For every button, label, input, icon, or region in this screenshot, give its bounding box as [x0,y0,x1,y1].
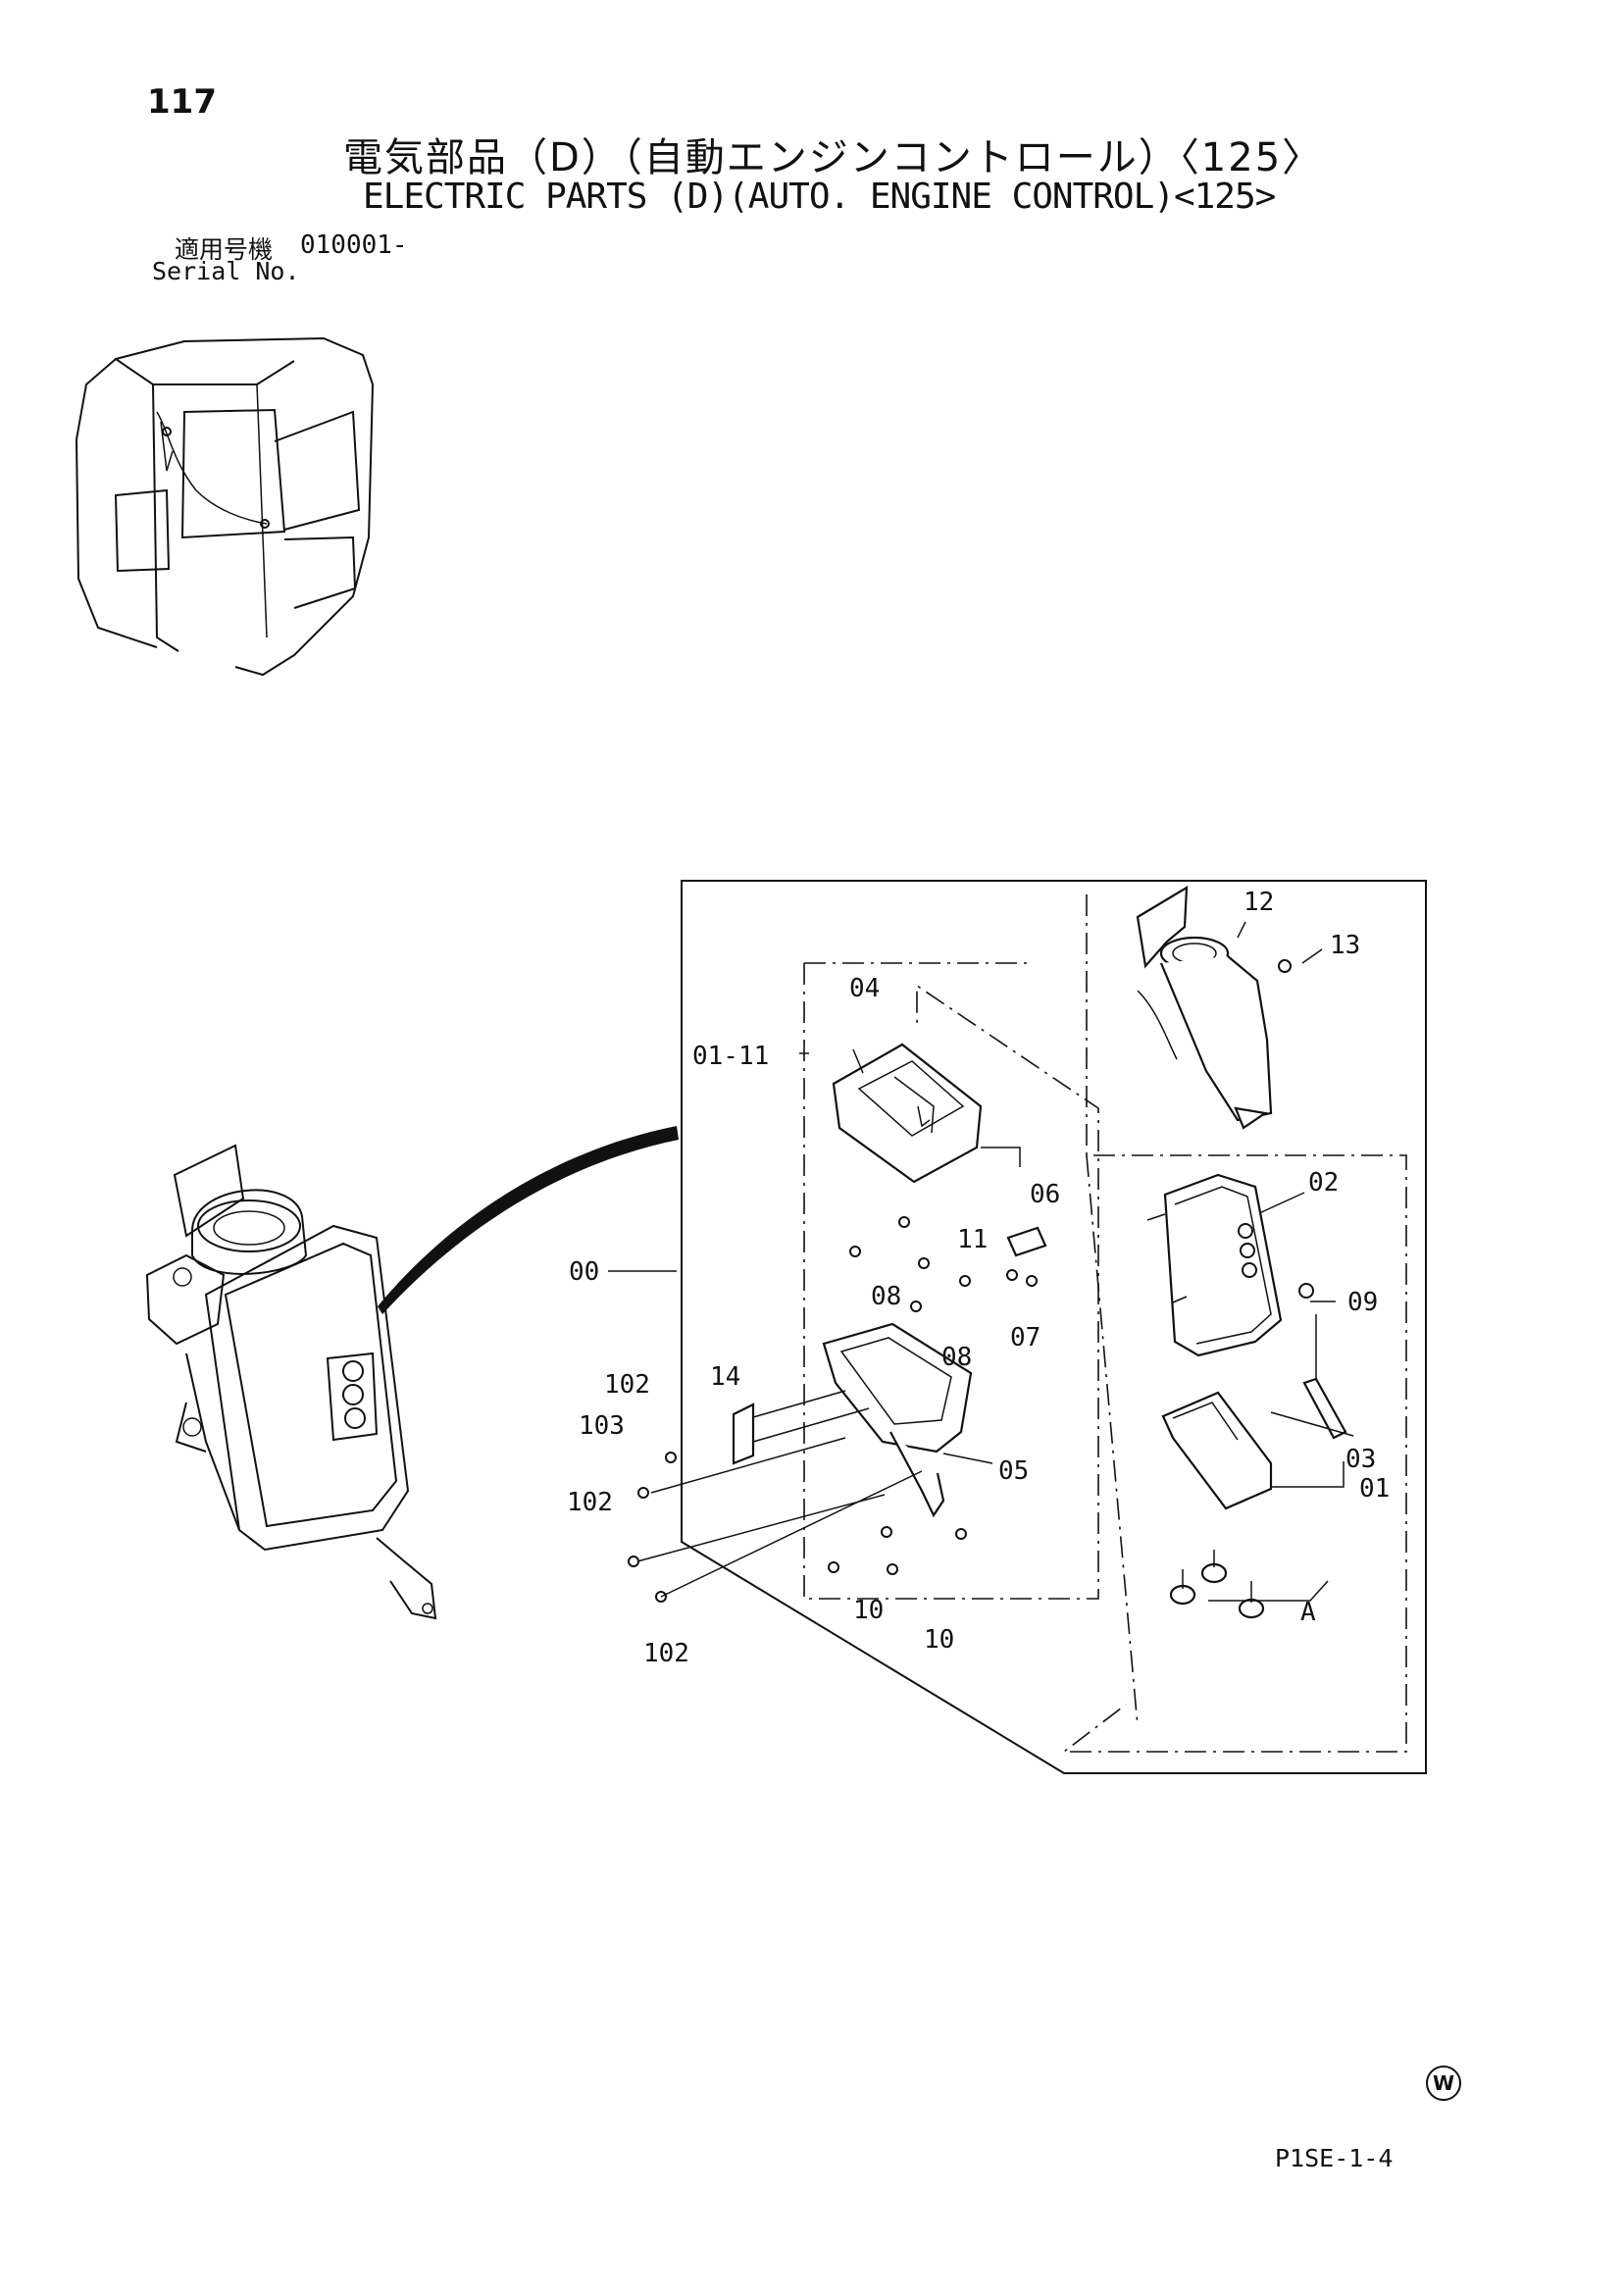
serial-label-japanese: 適用号機 [175,235,274,264]
callout-102-middle: 102 [567,1488,613,1517]
callout-12: 12 [1243,888,1274,917]
callout-11: 11 [957,1225,988,1254]
callout-07: 07 [1010,1323,1040,1352]
callout-01: 01 [1359,1474,1390,1504]
callout-09: 09 [1347,1288,1378,1317]
footer-code: P1SE-1-4 [1275,2144,1394,2172]
callout-01-11: 01-11 [692,1042,769,1071]
callout-102-bottom: 102 [643,1639,689,1668]
title-english: ELECTRIC PARTS (D)(AUTO. ENGINE CONTROL)… [363,177,1276,217]
callout-102-top: 102 [604,1370,650,1400]
callout-08-lower: 08 [941,1343,972,1372]
callout-103: 103 [579,1411,625,1441]
callout-10-right: 10 [924,1625,954,1655]
cab-overview-illustration [76,336,375,677]
callout-08-upper: 08 [871,1282,901,1311]
w-circle-mark: W [1426,2066,1461,2101]
callout-a: A [1300,1598,1316,1627]
console-assembly-illustration [145,1126,679,1620]
serial-value: 010001- [300,230,408,260]
callout-14: 14 [710,1362,740,1392]
page-number: 117 [147,82,217,122]
callout-05: 05 [998,1456,1029,1486]
title-japanese: 電気部品（D）（自動エンジンコントロール）〈125〉 [343,135,1324,180]
callout-03: 03 [1345,1445,1376,1474]
callout-10-left: 10 [853,1596,884,1625]
callout-04: 04 [849,974,880,1003]
serial-label-english: Serial No. [152,257,300,285]
callout-06: 06 [1030,1180,1060,1209]
exploded-parts-drawing [608,880,1427,1774]
callout-13: 13 [1330,931,1360,960]
callout-00: 00 [569,1257,599,1287]
callout-02: 02 [1308,1168,1339,1198]
